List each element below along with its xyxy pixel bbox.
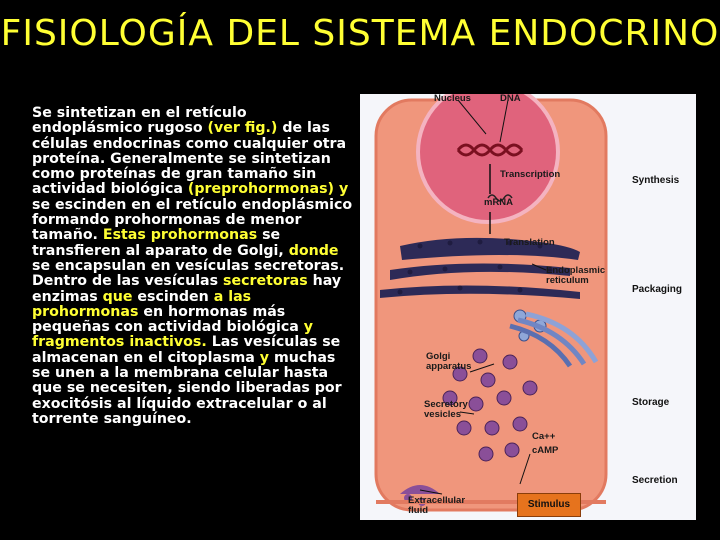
highlighted-text-run: (ver fig.) [207, 120, 278, 137]
label-mrna: mRNA [484, 197, 514, 208]
label-camp: cAMP [532, 445, 559, 456]
text-run: de las células endocrinas como cualquier… [32, 120, 347, 198]
stage-packaging: Packaging [632, 284, 683, 295]
golgi-stack [509, 311, 599, 368]
text-run: en hormonas más pequeñas con actividad b… [32, 303, 304, 336]
highlighted-text-run: secretoras [223, 273, 308, 290]
text-run: Se sintetizan en el retículo endoplásmic… [32, 105, 247, 137]
slide-title: FISIOLOGÍA DEL SISTEMA ENDOCRINO [0, 13, 720, 54]
stage-secretion: Secretion [632, 475, 678, 486]
highlighted-text-run: que [102, 288, 133, 305]
highlighted-text-run: y fragmentos inactivos. [32, 319, 314, 351]
label-secretory-vesicles: Secretory vesicles [424, 399, 468, 420]
highlighted-text-run: donde [288, 242, 339, 259]
label-dna: DNA [500, 93, 521, 104]
label-endoplasmic-reticulum: Endoplasmic reticulum [546, 265, 606, 286]
text-run: Las vesículas se almacenan en el citopla… [32, 334, 341, 366]
label-ca: Ca++ [532, 431, 556, 442]
highlighted-text-run: Estas prohormonas [102, 227, 258, 244]
text-run: se escinden en el retículo endoplásmico … [32, 196, 353, 244]
highlighted-text-run: y [259, 349, 270, 366]
stimulus-box: Stimulus [517, 493, 581, 517]
label-golgi: Golgi apparatus [426, 351, 472, 372]
endoplasmic-reticulum [380, 237, 580, 299]
secretory-vesicles [442, 348, 538, 462]
highlighted-text-run: a las prohormonas [32, 288, 252, 320]
label-transcription: Transcription [500, 169, 561, 180]
text-run: hay enzimas [32, 273, 342, 305]
text-run: se transfieren al aparato de Golgi, [32, 227, 289, 259]
stage-storage: Storage [632, 397, 670, 408]
label-extracellular-fluid: Extracellular fluid [408, 495, 466, 516]
label-translation: Translation [504, 237, 555, 248]
nucleus-shape [416, 94, 560, 224]
text-run: escinden [132, 288, 214, 305]
text-run: muchas se unen a la membrana celular has… [32, 349, 342, 427]
highlighted-text-run: y [338, 181, 349, 198]
dna-helix [456, 143, 524, 157]
hormone-synthesis-figure: Nucleus DNA Transcription mRNA Translati… [360, 94, 696, 520]
label-nucleus: Nucleus [434, 93, 471, 104]
body-paragraph: Se sintetizan en el retículo endoplásmic… [32, 105, 356, 427]
mrna-strand [487, 194, 513, 202]
stage-synthesis: Synthesis [632, 175, 680, 186]
text-run: se encapsulan en vesículas secretoras. D… [32, 257, 345, 290]
highlighted-text-run: (preprohormonas) [187, 181, 335, 198]
